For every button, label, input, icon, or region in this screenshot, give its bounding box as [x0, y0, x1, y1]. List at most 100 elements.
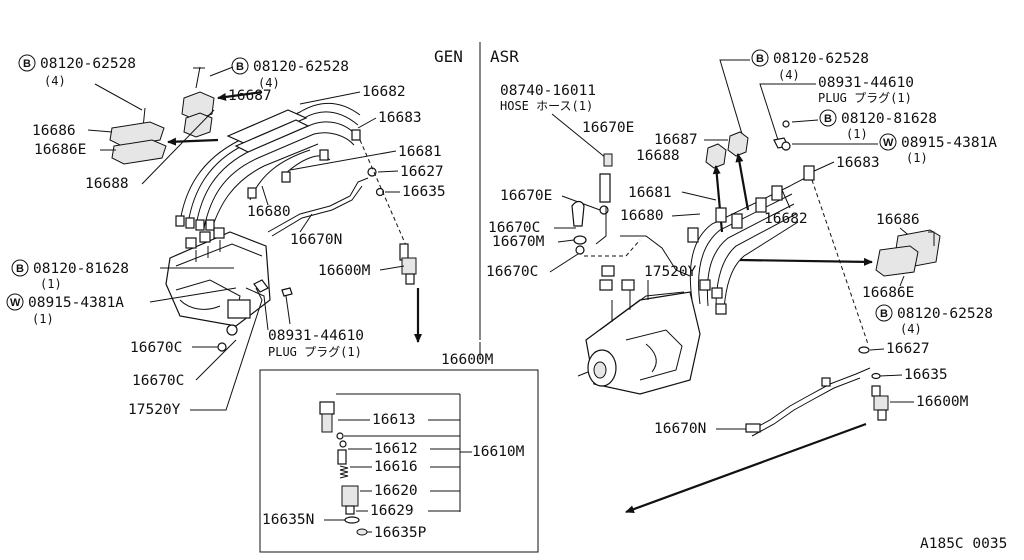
label-bolt-qty: (4) [778, 68, 800, 82]
label-washer-08915-4381a: 08915-4381A [901, 135, 997, 151]
gen-section-label: GEN [434, 47, 463, 66]
label-16635: 16635 [402, 184, 446, 200]
injection-pump-asr [577, 265, 701, 395]
label-16686e: 16686E [34, 142, 86, 158]
label-washer-08915-4381a: 08915-4381A [28, 295, 124, 311]
fuel-hose-17520y [620, 235, 691, 277]
label-16681: 16681 [628, 185, 672, 201]
label-bolt-qty-b: (4) [258, 76, 280, 90]
label-washer-qty: (1) [906, 151, 928, 165]
label-16688: 16688 [636, 148, 680, 164]
label-hose-text: HOSE ホース(1) [500, 99, 593, 113]
washer-symbol-letter: W [10, 297, 21, 309]
clamp-part-16688 [705, 143, 727, 169]
label-17520y: 17520Y [128, 402, 181, 418]
label-16620: 16620 [374, 483, 418, 499]
label-17520y: 17520Y [644, 264, 697, 280]
bolt-symbol-icon [18, 54, 36, 72]
label-16670e-b: 16670E [500, 188, 552, 204]
seal-washer [375, 187, 385, 197]
label-16627: 16627 [886, 341, 930, 357]
clamp-part-16686e [875, 245, 919, 277]
arrow [217, 90, 263, 101]
bolt-symbol-letter: B [236, 61, 244, 73]
injector-exploded-inset [259, 369, 539, 553]
bolt-symbol-icon [11, 259, 29, 277]
label-16670c: 16670C [130, 340, 182, 356]
label-bolt-qty-b: (1) [846, 127, 868, 141]
asr-section-label: ASR [490, 47, 519, 66]
fitting [571, 200, 585, 227]
bolt-part [195, 66, 201, 89]
label-plug-text: PLUG プラグ(1) [268, 345, 362, 359]
label-16687: 16687 [654, 132, 698, 148]
bolt-symbol-letter: B [23, 58, 31, 70]
label-hose-08740-16011: 08740-16011 [500, 83, 596, 99]
washer-symbol-icon [879, 133, 897, 151]
label-16670e: 16670E [582, 120, 634, 136]
label-16612: 16612 [374, 441, 418, 457]
hose-08740-16011 [599, 173, 611, 203]
arrow [167, 137, 219, 146]
label-16670c-b: 16670C [132, 373, 184, 389]
leak-off-pipe [267, 177, 369, 233]
washer-symbol-icon [6, 293, 24, 311]
injection-pump-gen [165, 227, 271, 336]
label-16670n: 16670N [290, 232, 342, 248]
arrow [739, 257, 873, 266]
bolt-symbol-letter: B [16, 263, 24, 275]
hose-part [603, 153, 613, 167]
arrow [735, 153, 750, 211]
label-16627: 16627 [400, 164, 444, 180]
label-bolt-08120-62528-c: 08120-62528 [897, 306, 993, 322]
label-16683: 16683 [378, 110, 422, 126]
label-bolt-qty-c: (1) [40, 277, 62, 291]
label-16680: 16680 [620, 208, 664, 224]
bolt-symbol-icon [875, 304, 893, 322]
label-16613: 16613 [372, 412, 416, 428]
label-bolt-08120-81628: 08120-81628 [841, 111, 937, 127]
label-bolt-08120-62528-b: 08120-62528 [253, 59, 349, 75]
clamp-part-16687 [181, 91, 215, 121]
leak-off-pipe-asr [747, 367, 871, 433]
clamp-part-16686e [111, 139, 167, 165]
inset-title-16600m: 16600M [441, 352, 494, 368]
injector-nozzle-asr [871, 385, 889, 421]
figure-code: A185C 0035 [920, 536, 1007, 552]
label-16616: 16616 [374, 459, 418, 475]
label-16688: 16688 [85, 176, 129, 192]
label-16610m: 16610M [472, 444, 525, 460]
label-bolt-08120-81628: 08120-81628 [33, 261, 129, 277]
label-bolt-08120-62528: 08120-62528 [773, 51, 869, 67]
label-16670c: 16670C [488, 220, 540, 236]
label-16600m: 16600M [916, 394, 969, 410]
bolt-symbol-icon [819, 109, 837, 127]
label-washer-qty: (1) [32, 312, 54, 326]
label-16681: 16681 [398, 144, 442, 160]
bolt-symbol-letter: B [880, 308, 888, 320]
label-plug-08931-44610: 08931-44610 [268, 328, 364, 344]
fitting [217, 342, 227, 352]
label-16686: 16686 [32, 123, 76, 139]
injection-tube-bundle-asr [687, 165, 815, 315]
bolt-symbol-letter: B [756, 53, 764, 65]
arrow [625, 422, 867, 514]
label-16687: 16687 [228, 88, 272, 104]
label-16635p: 16635P [374, 525, 427, 541]
label-16682: 16682 [362, 84, 406, 100]
bolt-symbol-letter: B [824, 113, 832, 125]
label-16686e: 16686E [862, 285, 914, 301]
label-16686: 16686 [876, 212, 920, 228]
bolt-symbol-icon [231, 57, 249, 75]
bolt-symbol-icon [751, 49, 769, 67]
label-16670n: 16670N [654, 421, 706, 437]
clamp-part-16687 [727, 131, 749, 157]
fuel-hose-17520y [253, 279, 269, 293]
injection-tube-bundle [175, 102, 361, 231]
label-16670m: 16670M [492, 234, 545, 250]
label-16635n: 16635N [262, 512, 314, 528]
label-bolt-qty: (4) [44, 74, 66, 88]
seal-washer [871, 372, 881, 380]
washer-symbol-letter: W [883, 137, 894, 149]
